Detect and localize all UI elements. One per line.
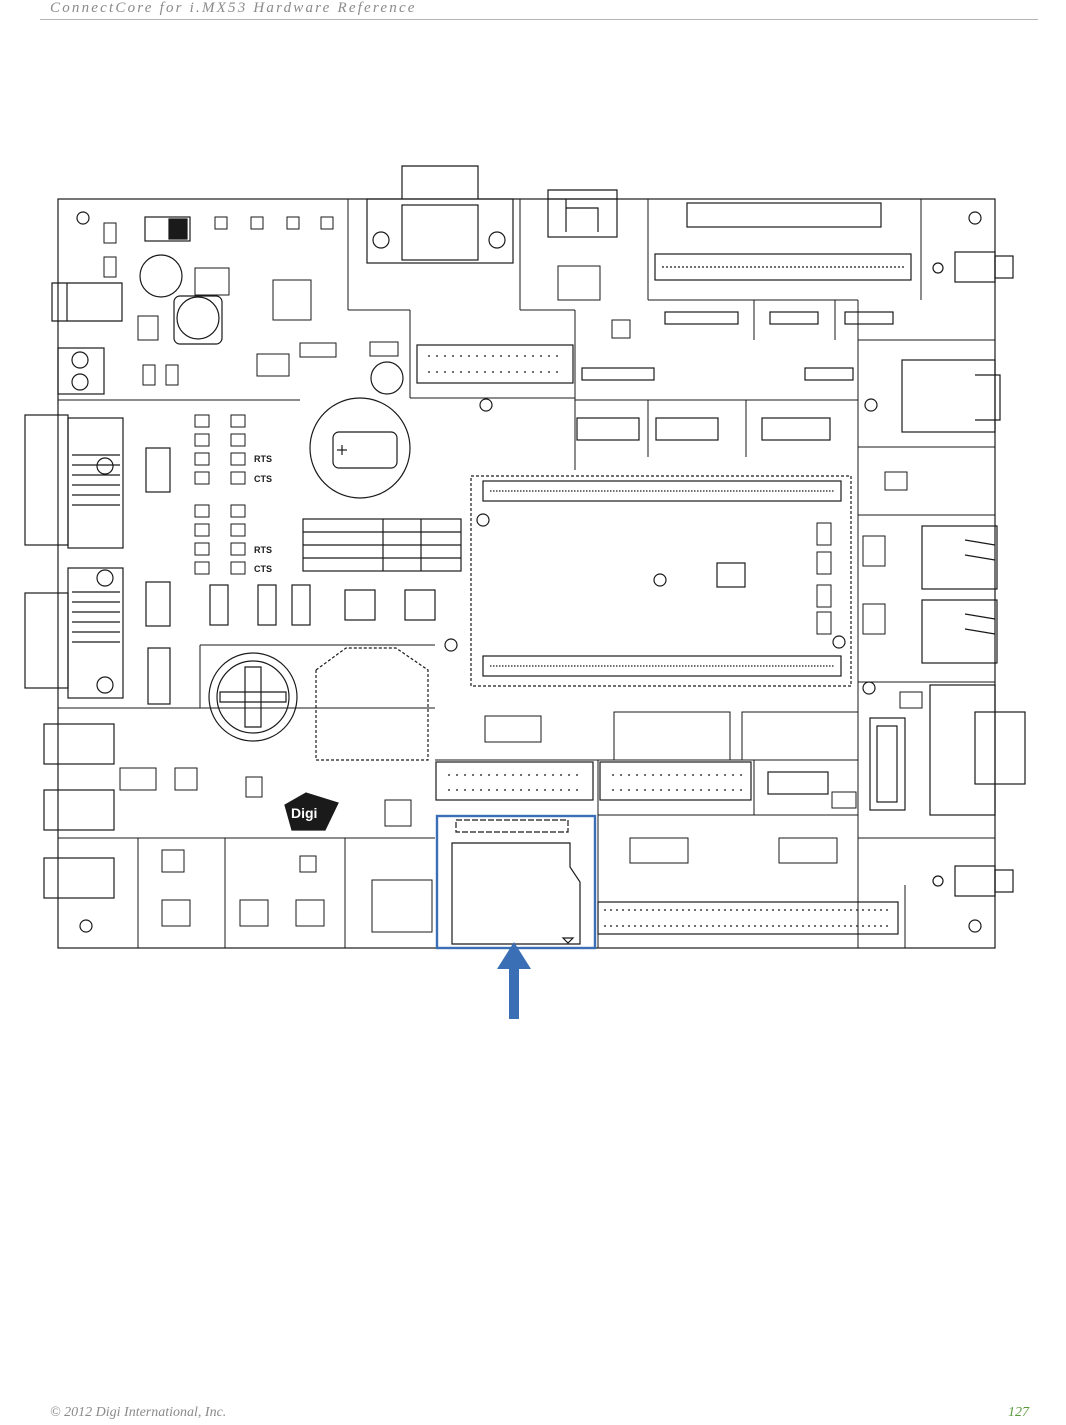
footer-copyright: © 2012 Digi International, Inc. bbox=[50, 1405, 226, 1421]
left-ics bbox=[146, 448, 461, 626]
header-rule bbox=[40, 19, 1038, 20]
antenna-module bbox=[209, 648, 428, 760]
pin-headers bbox=[417, 345, 898, 934]
sd-card-highlight-box bbox=[437, 816, 595, 948]
usb-host-ports bbox=[922, 526, 997, 663]
board-diagram: RTS CTS RTS CTS bbox=[0, 150, 1066, 1030]
lcd-connector bbox=[655, 203, 911, 280]
pointer-arrow bbox=[497, 942, 531, 1019]
page-number: 127 bbox=[1008, 1405, 1029, 1421]
usb-top-tab bbox=[548, 190, 617, 199]
sd-card-slot bbox=[452, 820, 580, 944]
terminal-block bbox=[58, 348, 104, 394]
dc-jack bbox=[52, 283, 122, 321]
sma-antennas bbox=[933, 252, 1013, 896]
sata-connector bbox=[762, 418, 830, 440]
digi-logo: Digi bbox=[285, 793, 338, 830]
db9-port-2 bbox=[25, 568, 123, 698]
rts-label-2: RTS bbox=[254, 545, 272, 555]
coin-cell-holder bbox=[310, 398, 410, 498]
db9-top-tab bbox=[402, 166, 478, 199]
ethernet-jack bbox=[902, 360, 1000, 432]
som-module bbox=[471, 476, 851, 686]
inductor bbox=[177, 297, 219, 339]
cts-label-2: CTS bbox=[254, 564, 272, 574]
running-header: ConnectCore for i.MX53 Hardware Referenc… bbox=[50, 0, 417, 17]
silkscreen-labels: RTS CTS RTS CTS bbox=[254, 454, 272, 574]
jumper-pads bbox=[195, 217, 333, 574]
db9-right bbox=[930, 685, 1025, 815]
smd-components bbox=[104, 223, 922, 932]
audio-jacks bbox=[44, 724, 114, 898]
usb-otg bbox=[548, 199, 617, 237]
battery-cap bbox=[140, 255, 182, 297]
cts-label-1: CTS bbox=[254, 474, 272, 484]
rts-label-1: RTS bbox=[254, 454, 272, 464]
db9-port-1 bbox=[25, 415, 123, 548]
digi-logo-text: Digi bbox=[291, 805, 317, 821]
db9-top bbox=[367, 199, 513, 263]
hdmi-port bbox=[870, 718, 905, 810]
